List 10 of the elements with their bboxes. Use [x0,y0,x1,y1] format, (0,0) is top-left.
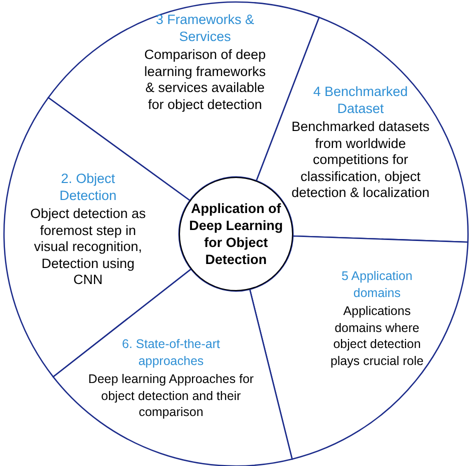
sector-description: Comparison of deep learning frameworks & services available for object detection [143,47,267,113]
sector-heading: 3 Frameworks & Services [154,12,256,45]
sector-description: Benchmarked datasets from worldwide competitions for classification, object detection & localization [290,119,431,202]
sector-heading: 6. State-of-the-art approaches [121,336,221,369]
sector-heading: 4 Benchmarked Dataset [312,84,409,117]
sector-heading: 2. Object Detection [58,171,118,204]
sector-description: Deep learning Approaches for object detection and their comparison [88,371,254,420]
sector-description: Object detection as foremost step in visual recognition, Detection using CNN [29,206,147,288]
sector-heading: 5 Application domains [340,268,414,301]
sector-description: Applications domains where object detection plays crucial role [329,303,425,369]
